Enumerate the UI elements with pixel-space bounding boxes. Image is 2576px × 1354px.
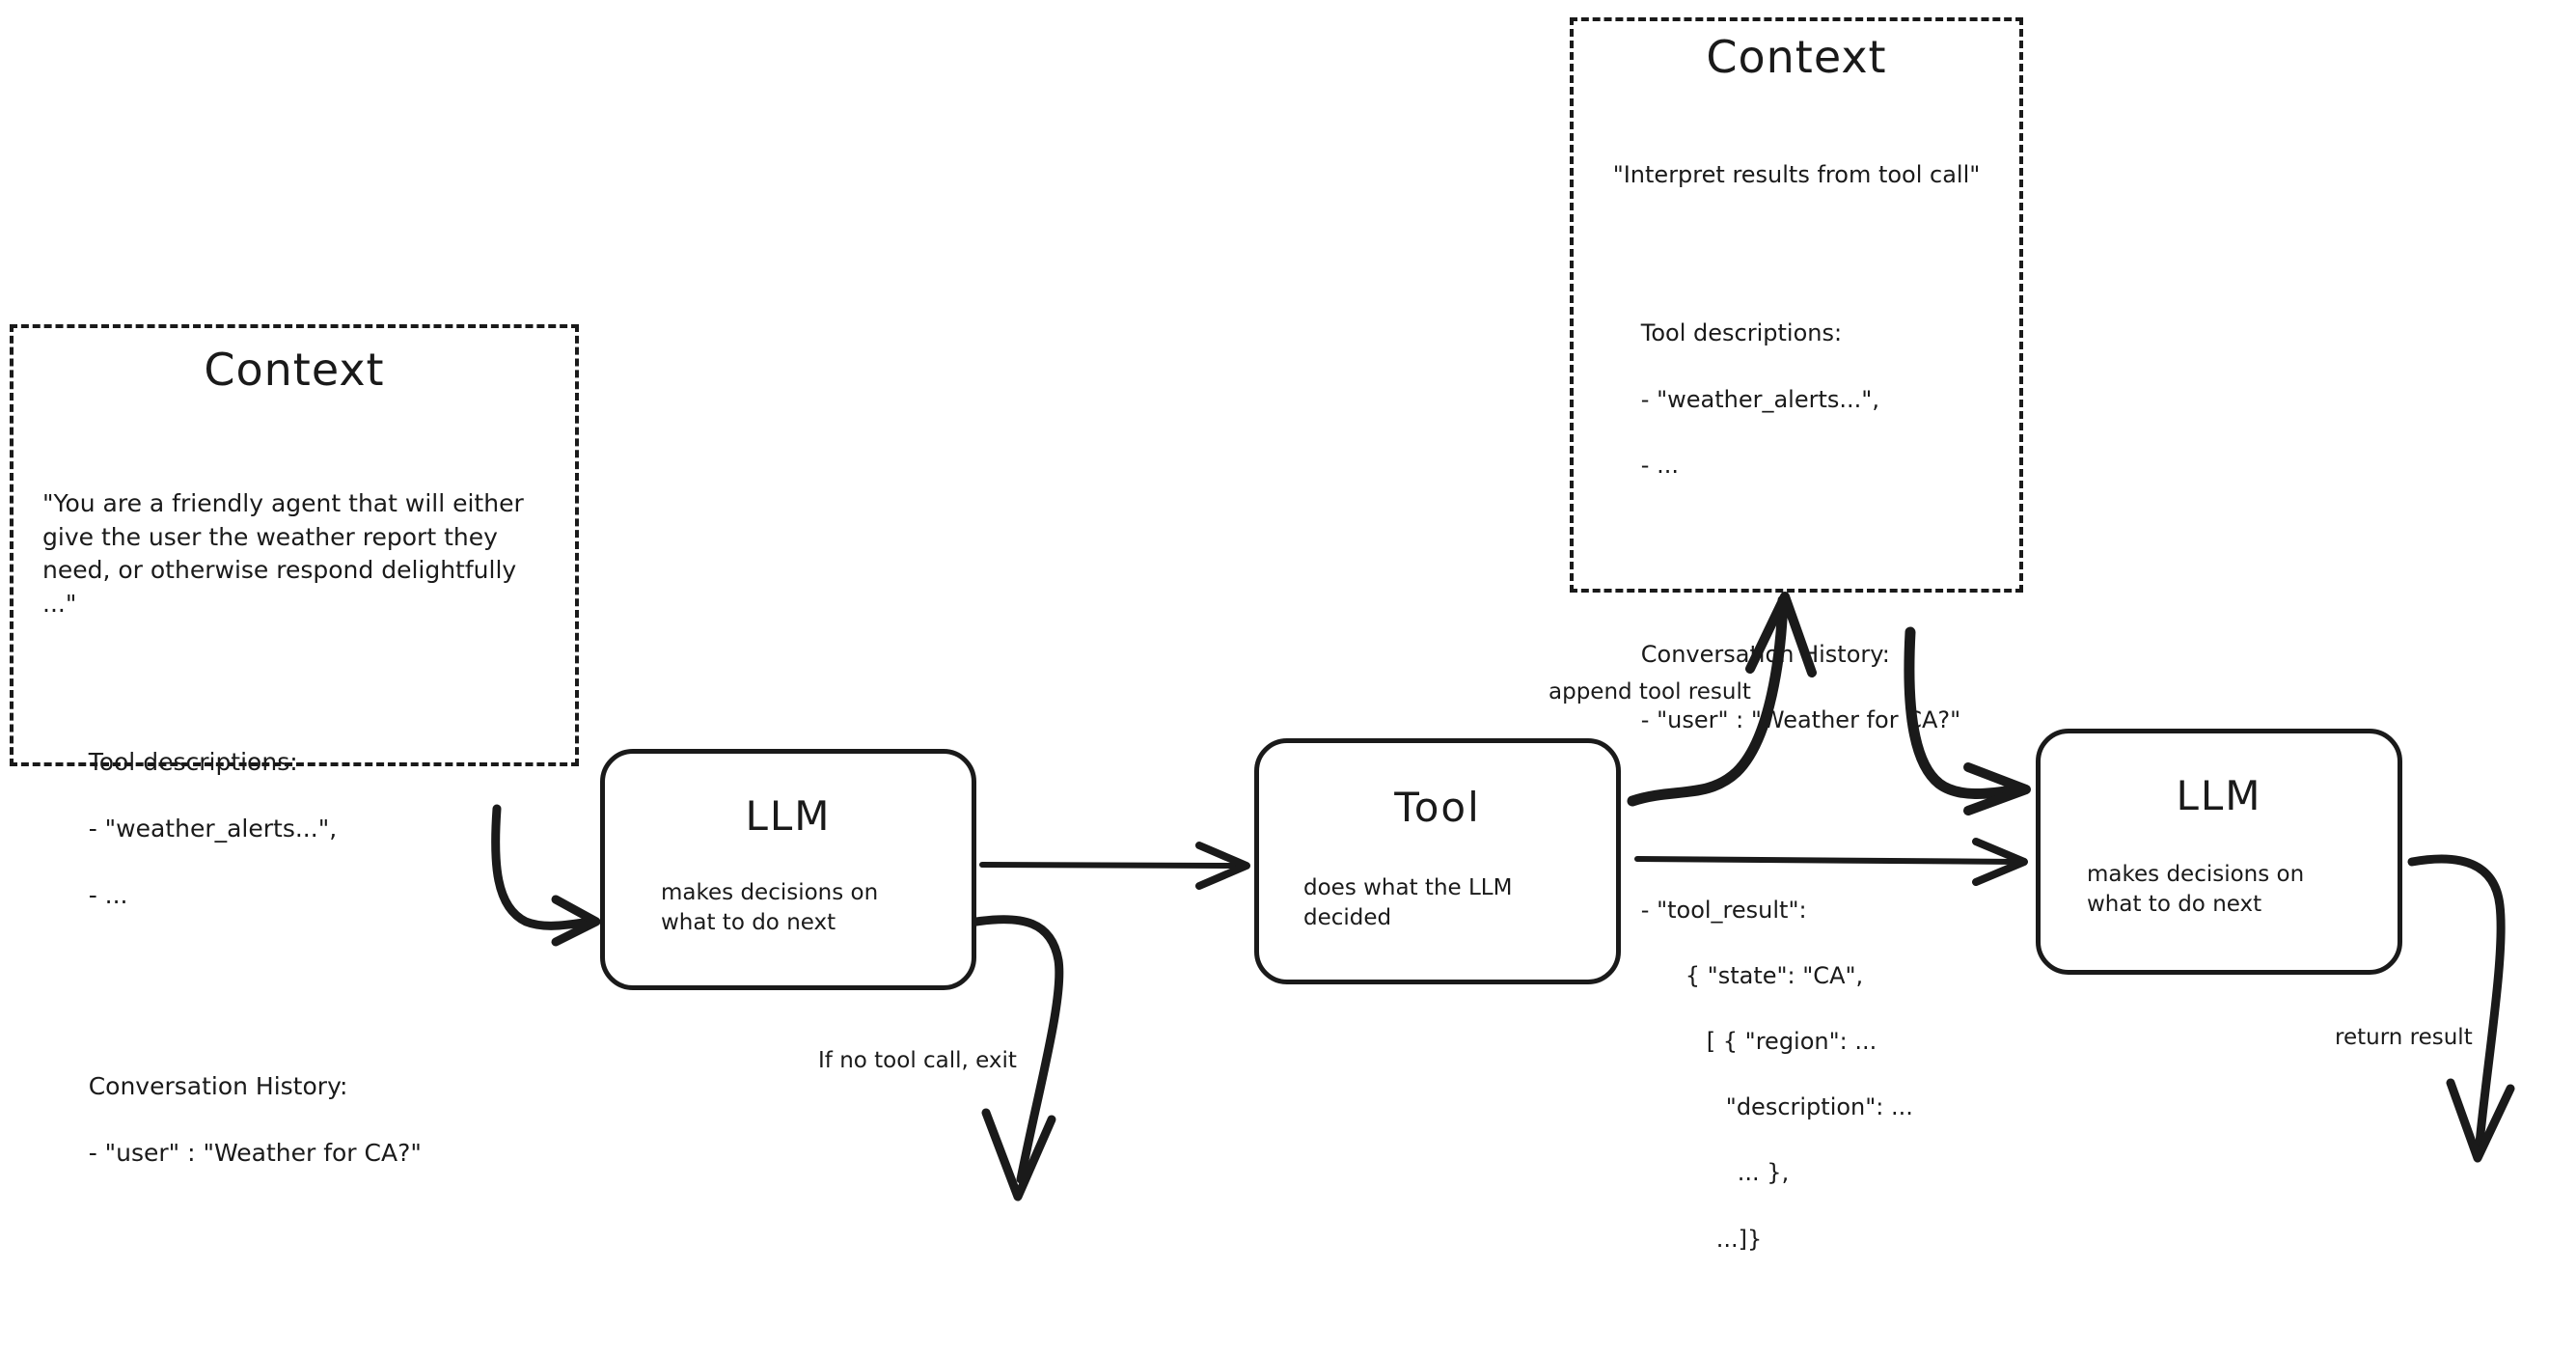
edge-label-if-no-tool-call-exit: If no tool call, exit bbox=[818, 1048, 1017, 1073]
tool-descriptions-item-1: - "weather_alerts...", bbox=[88, 814, 338, 843]
tool-result-line-3: "description": ... bbox=[1725, 1093, 1913, 1121]
node-llm-second-subtitle: makes decisions on what to do next bbox=[2087, 862, 2305, 918]
arrow-llm1-exit bbox=[972, 915, 1064, 1202]
arrow-llm2-return bbox=[2407, 854, 2515, 1163]
conversation-header: Conversation History: bbox=[88, 1072, 348, 1100]
diagram-connectors bbox=[491, 592, 2515, 1202]
node-tool-subtitle: does what the LLM decided bbox=[1303, 875, 1513, 931]
tool-result-line-4: ... }, bbox=[1737, 1159, 1790, 1187]
node-llm-second-title: LLM bbox=[2176, 772, 2262, 819]
conversation-header: Conversation History: bbox=[1640, 641, 1890, 669]
context-box-right: Context "Interpret results from tool cal… bbox=[1570, 17, 2023, 1253]
tool-descriptions-header: Tool descriptions: bbox=[88, 747, 298, 776]
context-left-tool-descriptions: Tool descriptions: - "weather_alerts..."… bbox=[42, 712, 546, 946]
arrow-tool-to-llm2 bbox=[1634, 838, 2028, 886]
tool-result-line-1: { "state": "CA", bbox=[1685, 961, 1864, 989]
context-right-title: Context bbox=[1706, 31, 1887, 83]
node-llm-first[interactable]: LLM makes decisions on what to do next bbox=[600, 749, 976, 990]
context-left-body: "You are a friendly agent that will eith… bbox=[42, 421, 546, 1270]
node-llm-first-title: LLM bbox=[745, 792, 832, 840]
tool-descriptions-item-2: - ... bbox=[88, 880, 128, 909]
context-left-system-prompt: "You are a friendly agent that will eith… bbox=[42, 489, 532, 618]
context-left-title: Context bbox=[204, 344, 385, 396]
arrow-tool-to-context-right bbox=[1627, 592, 1817, 807]
arrow-context-to-llm1 bbox=[491, 804, 601, 947]
context-box-left: Context "You are a friendly agent that w… bbox=[10, 324, 579, 1167]
tool-descriptions-item-1: - "weather_alerts...", bbox=[1640, 385, 1879, 413]
node-llm-first-subtitle: makes decisions on what to do next bbox=[661, 880, 879, 936]
conversation-item-1: - "user" : "Weather for CA?" bbox=[88, 1139, 422, 1167]
context-right-system-prompt: "Interpret results from tool call" bbox=[1612, 161, 1981, 189]
tool-result-line-5: ...]} bbox=[1715, 1225, 1763, 1253]
context-right-tool-result: - "tool_result": { "state": "CA", [ { "r… bbox=[1597, 861, 1996, 1288]
edge-label-return-result: return result bbox=[2335, 1025, 2473, 1050]
edge-label-append-tool-result: append tool result bbox=[1548, 679, 1751, 705]
tool-descriptions-item-2: - ... bbox=[1640, 451, 1679, 479]
arrow-llm1-to-tool bbox=[979, 842, 1250, 890]
tool-result-line-2: [ { "region": ... bbox=[1706, 1028, 1877, 1056]
conversation-item-1: - "user" : "Weather for CA?" bbox=[1640, 706, 1961, 734]
context-left-conversation-history: Conversation History: - "user" : "Weathe… bbox=[42, 1037, 546, 1204]
context-right-body: "Interpret results from tool call" Tool … bbox=[1597, 93, 1996, 1354]
context-right-conversation-history: Conversation History: - "user" : "Weathe… bbox=[1597, 605, 1996, 769]
node-tool[interactable]: Tool does what the LLM decided bbox=[1254, 738, 1621, 984]
arrow-context-right-to-llm2 bbox=[1904, 626, 2031, 815]
tool-descriptions-header: Tool descriptions: bbox=[1640, 319, 1843, 347]
node-tool-title: Tool bbox=[1394, 784, 1481, 831]
context-right-tool-descriptions: Tool descriptions: - "weather_alerts..."… bbox=[1597, 284, 1996, 514]
node-llm-second[interactable]: LLM makes decisions on what to do next bbox=[2036, 729, 2402, 975]
conversation-item-2: - "tool_result": bbox=[1640, 896, 1807, 924]
